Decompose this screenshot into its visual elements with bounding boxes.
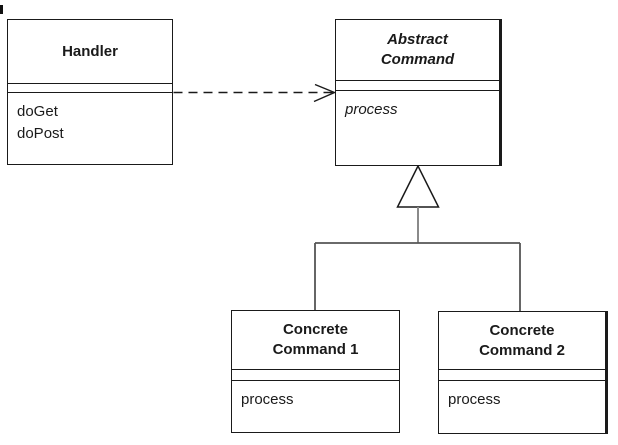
- class-box-concrete-command-1: Concrete Command 1 process: [231, 310, 400, 433]
- method-label: process: [241, 391, 294, 408]
- methods-compartment: doGet doPost: [8, 93, 172, 164]
- method-label: doPost: [17, 125, 64, 142]
- class-title-concrete-command-1: Concrete Command 1: [232, 311, 399, 370]
- method-label: process: [448, 391, 501, 408]
- methods-compartment: process: [336, 91, 499, 165]
- scan-artifact-mark: [0, 5, 3, 14]
- class-box-handler: Handler doGet doPost: [7, 19, 173, 165]
- dependency-arrow-open-head-icon: [313, 83, 337, 103]
- generalization-triangle-icon: [396, 164, 440, 208]
- attributes-compartment: [8, 84, 172, 93]
- methods-compartment: process: [232, 381, 399, 432]
- methods-compartment: process: [439, 381, 605, 433]
- class-box-abstract-command: Abstract Command process: [335, 19, 502, 166]
- class-title-abstract-command: Abstract Command: [336, 20, 499, 81]
- method-label: process: [345, 101, 398, 118]
- attributes-compartment: [232, 370, 399, 381]
- attributes-compartment: [336, 81, 499, 91]
- class-box-concrete-command-2: Concrete Command 2 process: [438, 311, 608, 434]
- class-title-handler: Handler: [8, 20, 172, 84]
- method-label: doGet: [17, 103, 58, 120]
- attributes-compartment: [439, 370, 605, 381]
- class-title-concrete-command-2: Concrete Command 2: [439, 312, 605, 370]
